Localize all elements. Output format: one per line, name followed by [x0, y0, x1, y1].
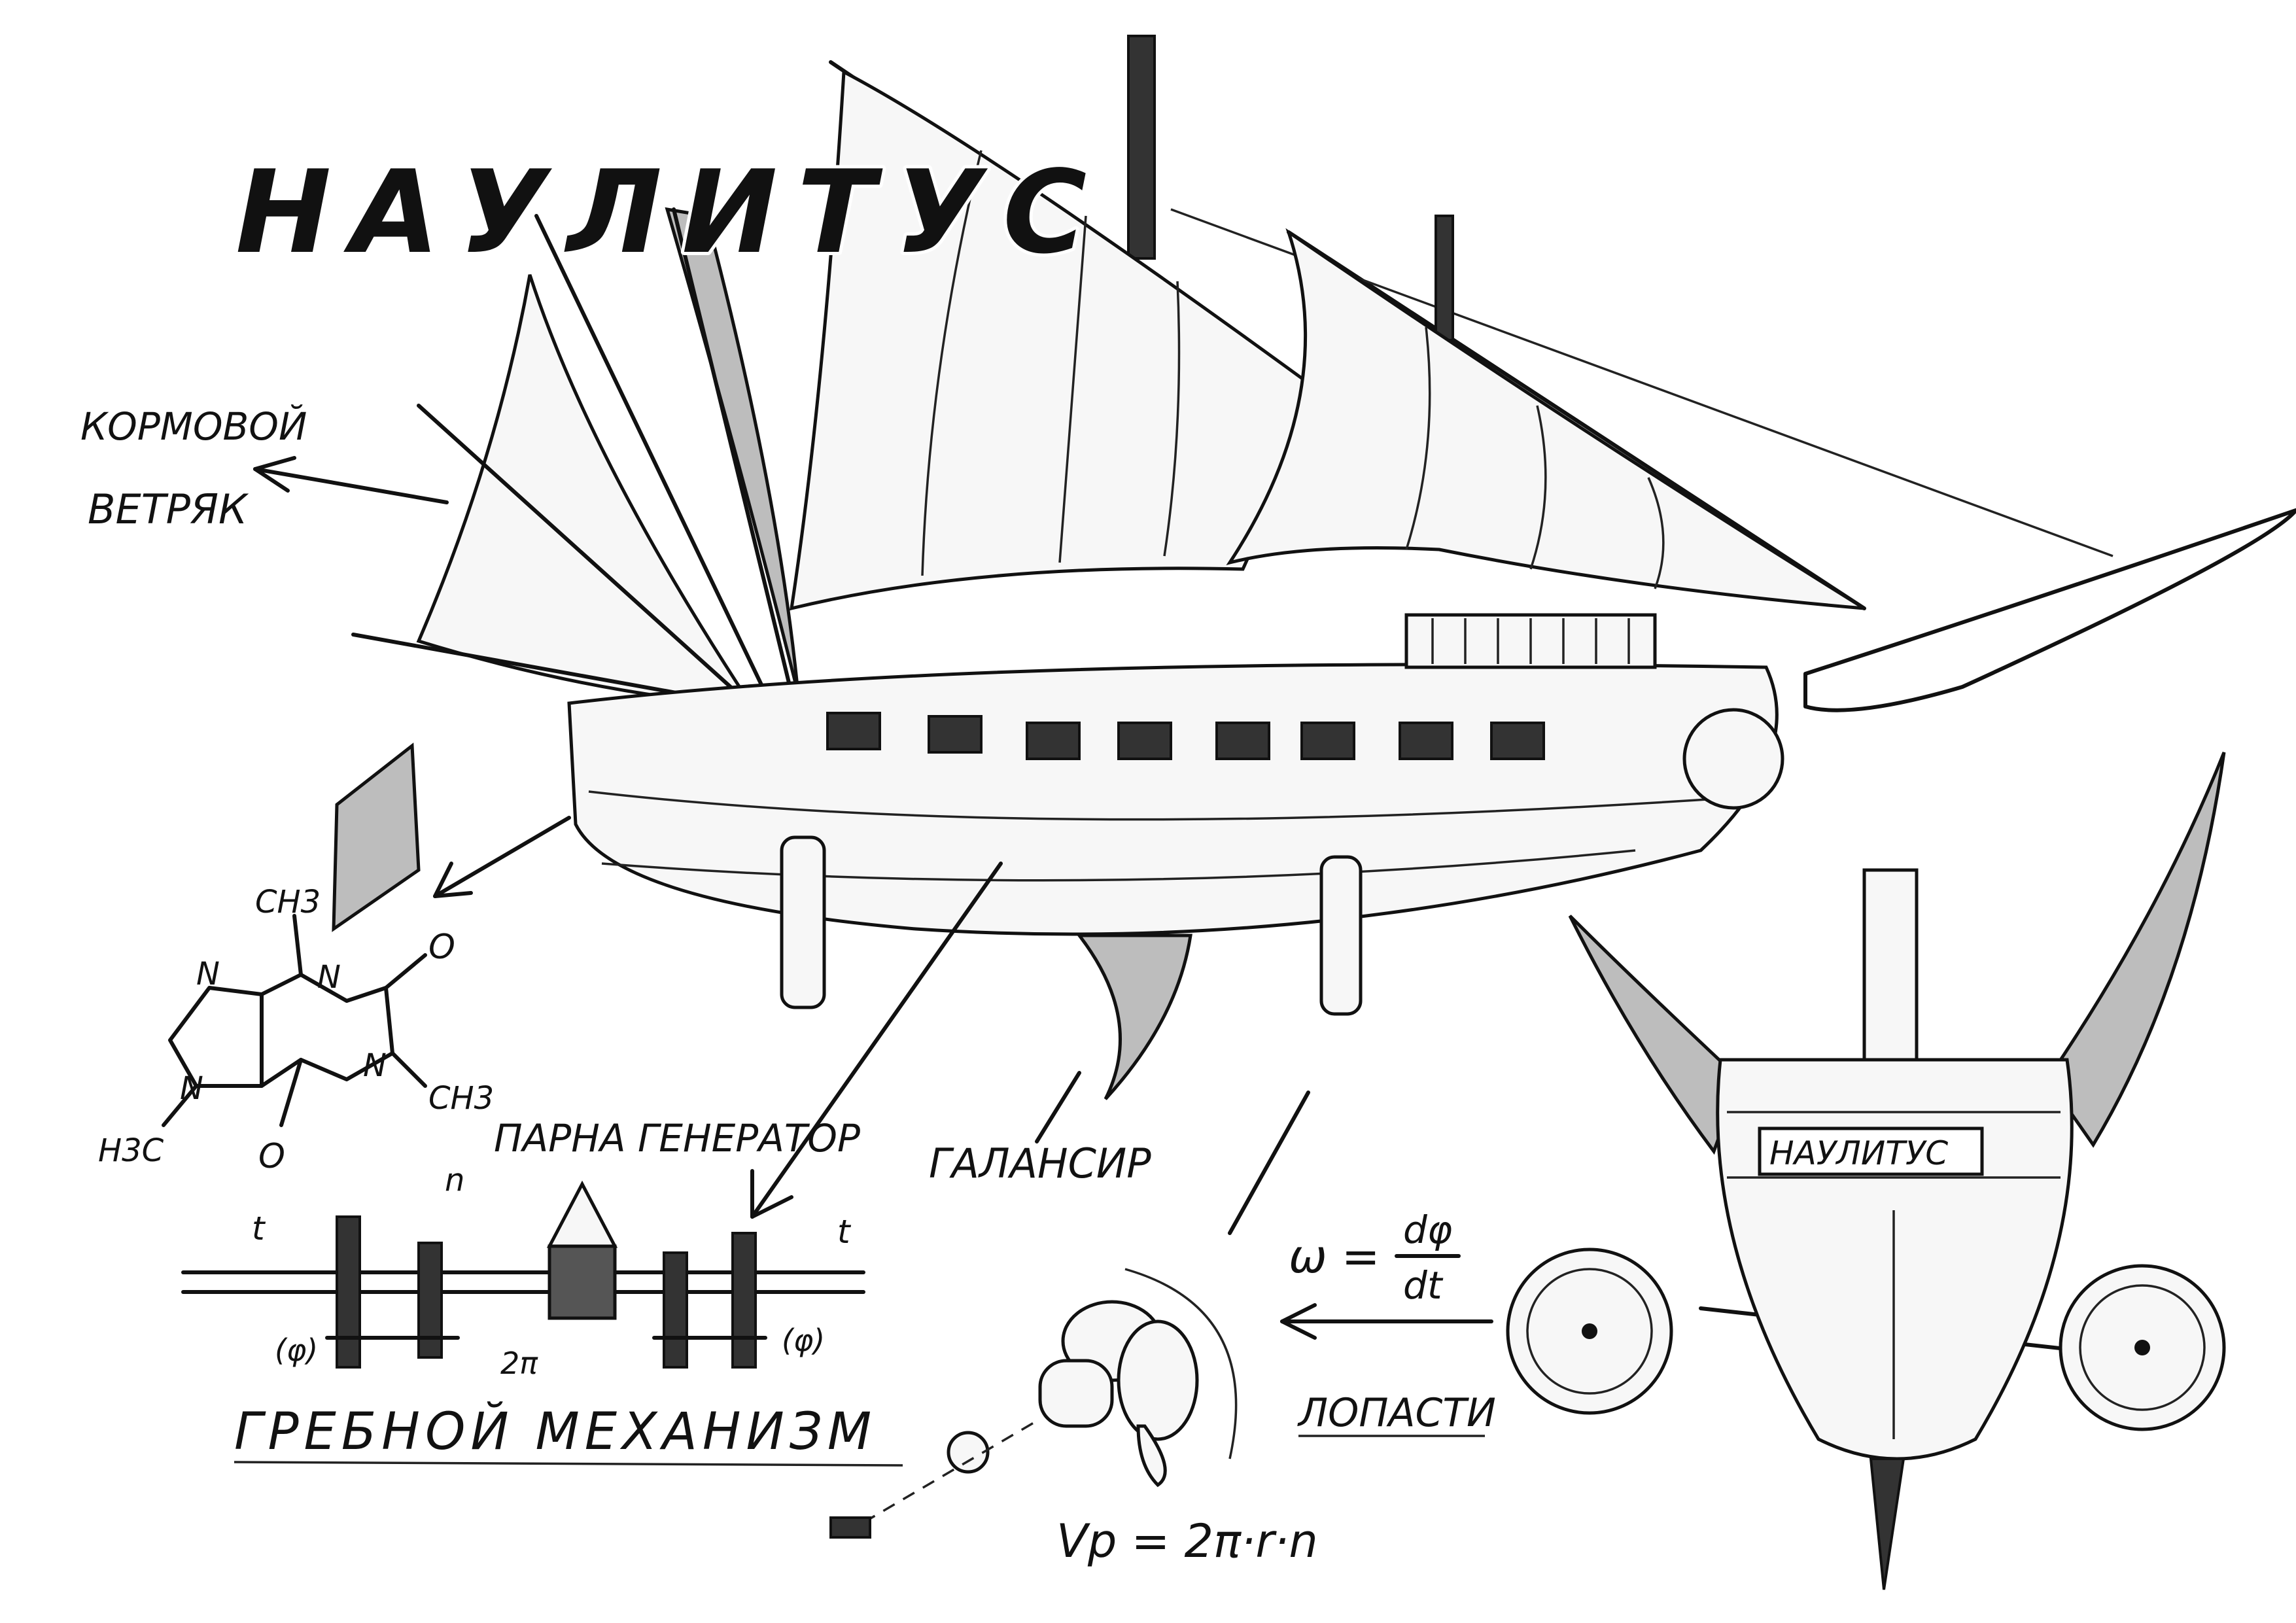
label-stern-windmill-line2: ВЕТРЯК	[88, 485, 249, 533]
atom-label: O	[258, 1137, 285, 1176]
chemical-structure: CH3 N N N N O O CH3 H3C	[98, 884, 494, 1176]
atom-label: CH3	[255, 884, 321, 920]
portholes	[826, 712, 1545, 760]
atom-label: H3C	[98, 1132, 164, 1169]
mechanism-label: (φ)	[275, 1333, 318, 1368]
propeller-icon	[829, 1268, 1238, 1539]
arrow-icon	[1035, 1071, 1310, 1235]
atom-label: N	[317, 959, 341, 996]
label-stern-windmill-line1: КОРМОВОЙ	[80, 404, 307, 449]
atom-label: CH3	[428, 1080, 494, 1117]
atom-label: N	[363, 1047, 387, 1084]
arrow-icon	[253, 456, 449, 504]
mechanism-label: t	[252, 1210, 266, 1248]
atom-label: N	[196, 956, 220, 992]
formula-omega-denominator: dt	[1403, 1263, 1444, 1308]
formula-omega-lhs: ω =	[1289, 1230, 1380, 1283]
arrow-icon	[1280, 1303, 1493, 1340]
mechanism-label: (φ)	[782, 1323, 825, 1358]
arrow-icon	[433, 816, 571, 898]
rowing-mechanism: t t n (φ) (φ) 2π	[181, 1162, 865, 1381]
mechanism-label: t	[837, 1213, 852, 1251]
atom-label: O	[428, 928, 455, 967]
label-rowing-mechanism: ГРЕБНОЙ МЕХАНИЗМ	[234, 1401, 877, 1461]
formula-omega-numerator: dφ	[1403, 1208, 1452, 1252]
title: НАУЛИТУС	[235, 147, 1106, 279]
main-sails	[789, 69, 1866, 611]
label-balancer: ГАЛАНСИР	[929, 1140, 1151, 1187]
stern-plate-label: НАУЛИТУС	[1769, 1134, 1948, 1172]
arrow-icon	[750, 862, 1003, 1219]
underline	[234, 1461, 903, 1467]
formula-omega: ω = dφ dt	[1289, 1208, 1461, 1308]
atom-label: N	[180, 1070, 203, 1107]
stern-view: НАУЛИТУС	[1506, 752, 2226, 1590]
mechanism-label: n	[445, 1162, 464, 1198]
mechanism-label: 2π	[500, 1346, 538, 1381]
panel-sketch	[332, 742, 421, 932]
stern-windmill	[351, 207, 800, 734]
formula-velocity: Vр = 2π·r·n	[1056, 1514, 1318, 1568]
label-blades: ЛОПАСТИ	[1297, 1390, 1496, 1436]
ship-hull	[567, 508, 2296, 1100]
